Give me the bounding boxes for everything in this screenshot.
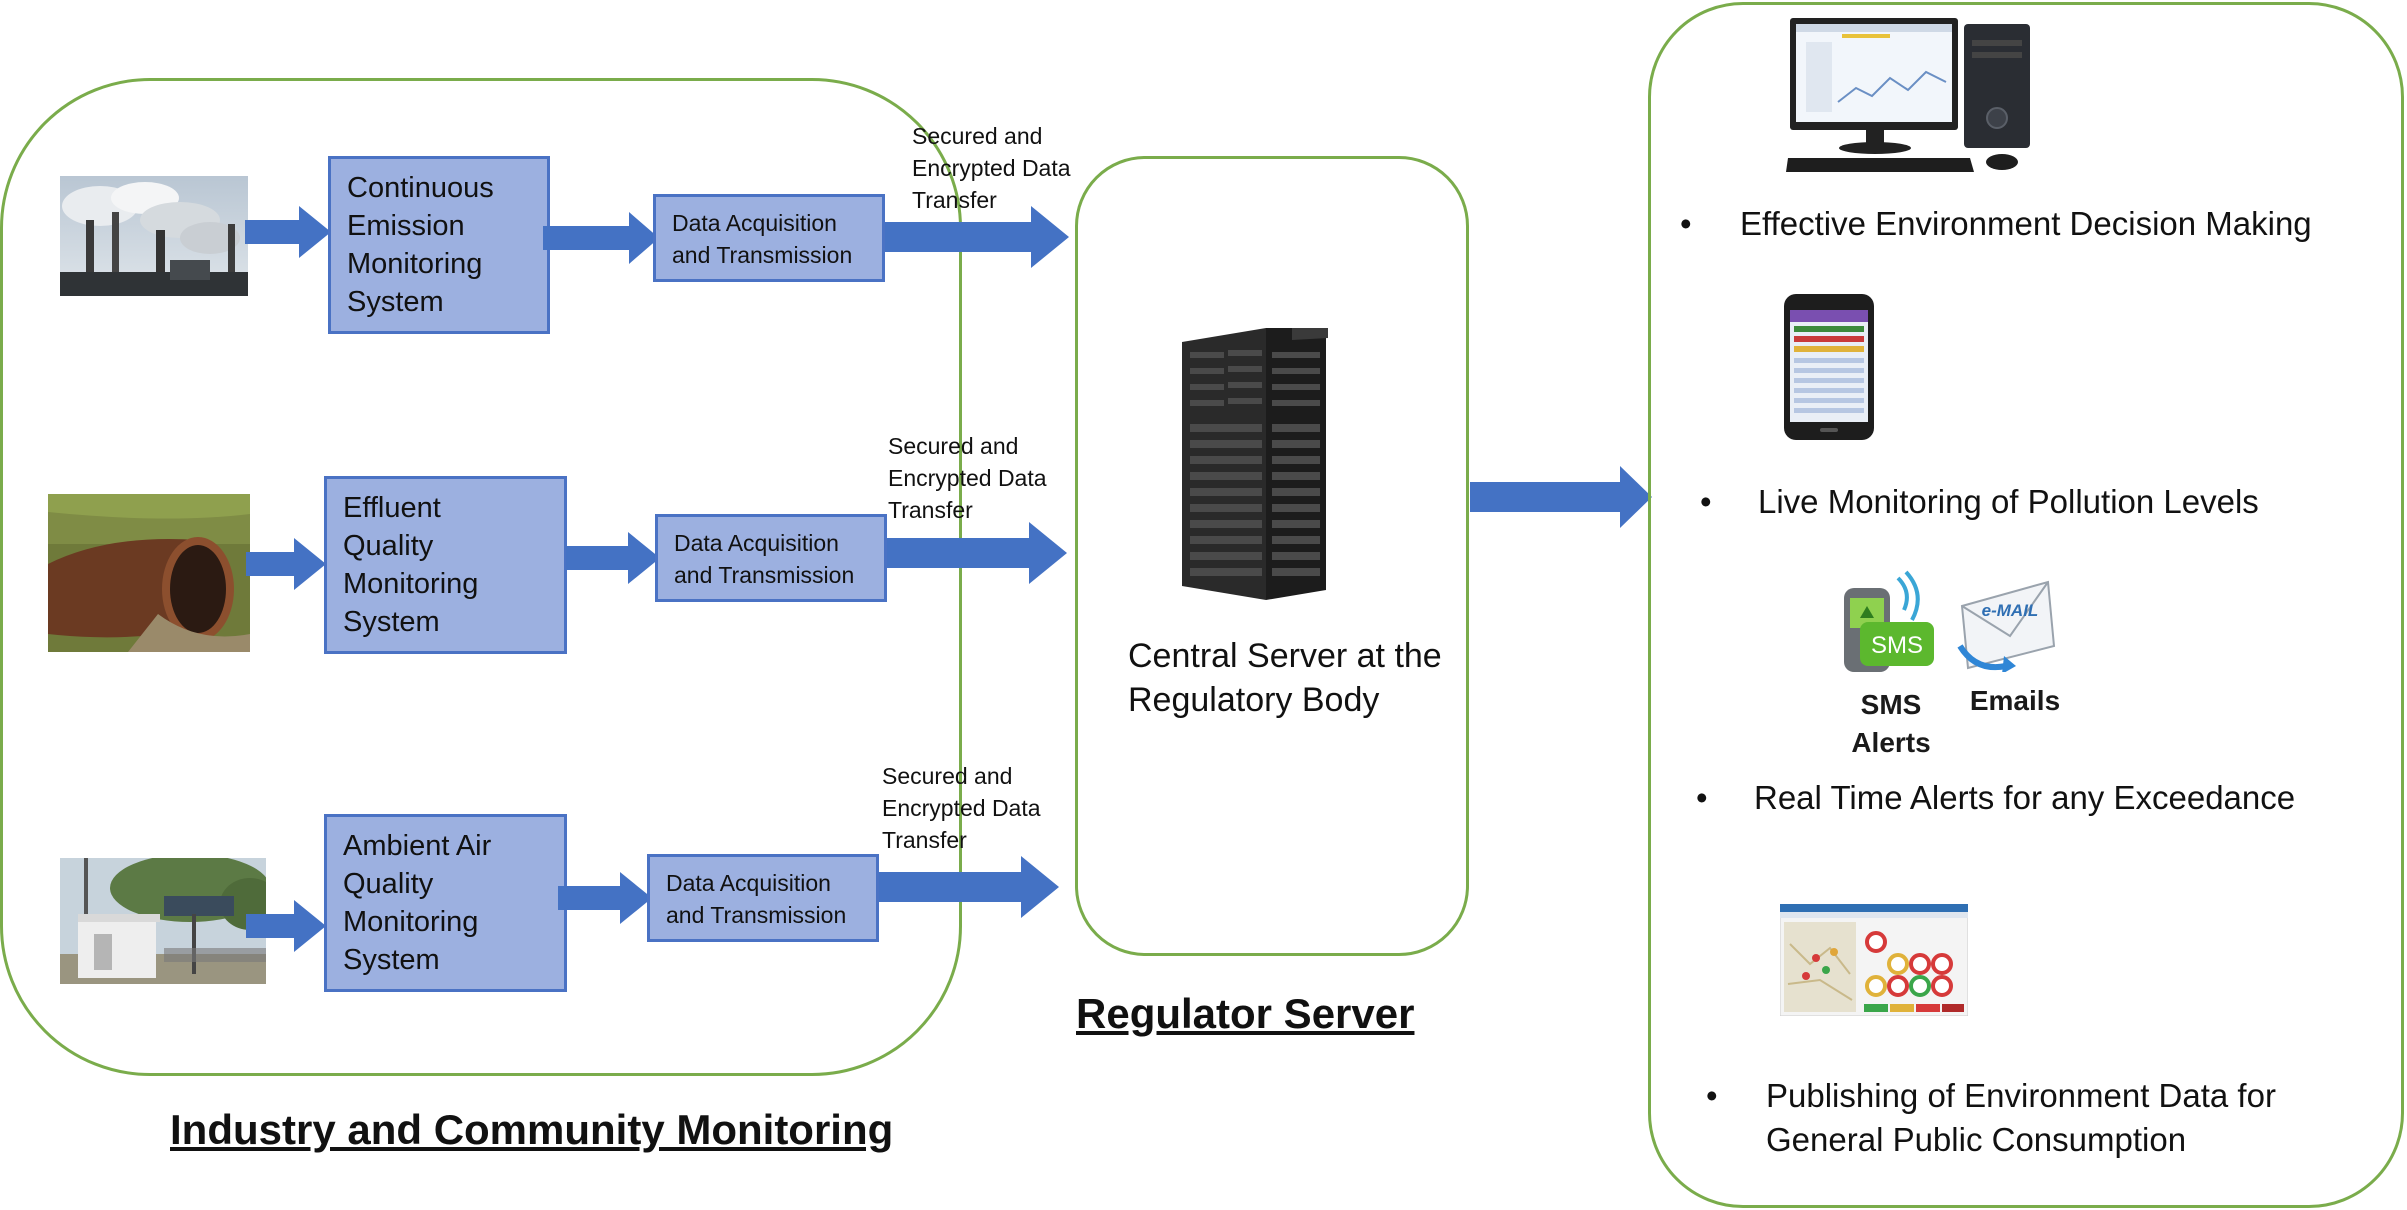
system-line: Effluent: [343, 492, 441, 524]
system-line: Quality: [343, 530, 434, 562]
regulator-server-heading: Regulator Server: [1076, 990, 1415, 1037]
system-line: Quality: [343, 868, 434, 900]
industry-monitoring-heading: Industry and Community Monitoring: [170, 1106, 894, 1153]
flow-arrow: [566, 532, 660, 584]
sms-alerts-label: SMS Alerts: [1851, 689, 1931, 758]
secure-transfer-label: Secured and Encrypted Data Transfer: [882, 763, 1041, 853]
system-line: Monitoring: [343, 906, 479, 938]
bullet-glyph: •: [1706, 1077, 1718, 1114]
daq-line: Data Acquisition: [666, 870, 831, 896]
system-line: Monitoring: [343, 568, 479, 600]
ambient-air-system-box: Ambient Air Quality Monitoring System: [324, 814, 567, 992]
system-line: System: [347, 286, 444, 318]
secure-transfer-label: Secured and Encrypted Data Transfer: [888, 433, 1047, 523]
daq-line: and Transmission: [666, 902, 847, 928]
effluent-system-box: Effluent Quality Monitoring System: [324, 476, 567, 654]
daq-line: and Transmission: [674, 562, 855, 588]
secure-transfer-label: Secured and Encrypted Data Transfer: [912, 123, 1071, 213]
output-arrow: [1470, 466, 1652, 528]
desktop-computer-icon: [1786, 18, 2030, 172]
system-line: Continuous: [347, 172, 494, 204]
outputs-group: [1648, 2, 2404, 1208]
emails-label: Emails: [1969, 685, 2061, 716]
system-line: Monitoring: [347, 248, 483, 280]
system-line: System: [343, 606, 440, 638]
flow-arrow: [558, 872, 652, 924]
transfer-arrow: [887, 522, 1067, 584]
daq-line: and Transmission: [672, 242, 853, 268]
daq-box-cems: Data Acquisition and Transmission: [653, 194, 885, 282]
flow-arrow: [246, 900, 326, 952]
sms-alert-icon: SMS: [1844, 570, 1934, 672]
system-line: Ambient Air: [343, 830, 492, 862]
industry-monitoring-group: [0, 78, 962, 1076]
smartphone-icon: [1784, 294, 1874, 440]
daq-line: Data Acquisition: [674, 530, 839, 556]
central-server-label: Central Server at the Regulatory Body: [1128, 637, 1442, 719]
regulator-server-group: [1075, 156, 1469, 956]
bullet-glyph: •: [1696, 779, 1708, 816]
daq-box-effluent: Data Acquisition and Transmission: [655, 514, 887, 602]
flow-arrow: [543, 212, 659, 264]
email-badge-text: e-MAIL: [1982, 601, 2039, 620]
effluent-pipe-photo: [48, 494, 250, 652]
email-icon: e-MAIL: [1957, 580, 2056, 672]
ambient-air-station-photo: [60, 858, 266, 984]
daq-box-ambient: Data Acquisition and Transmission: [647, 854, 879, 942]
server-rack-icon: [1182, 328, 1328, 600]
bullet-glyph: •: [1680, 205, 1692, 242]
sms-badge-text: SMS: [1871, 632, 1923, 659]
factory-emission-photo: [60, 176, 248, 296]
public-dashboard-icon: [1780, 904, 1968, 1016]
transfer-arrow: [879, 856, 1059, 918]
daq-line: Data Acquisition: [672, 210, 837, 236]
system-line: System: [343, 944, 440, 976]
flow-arrow: [246, 538, 326, 590]
system-line: Emission: [347, 210, 465, 242]
bullet-glyph: •: [1700, 483, 1712, 520]
transfer-arrow: [885, 206, 1069, 268]
flow-arrow: [245, 206, 331, 258]
cems-system-box: Continuous Emission Monitoring System: [328, 156, 550, 334]
